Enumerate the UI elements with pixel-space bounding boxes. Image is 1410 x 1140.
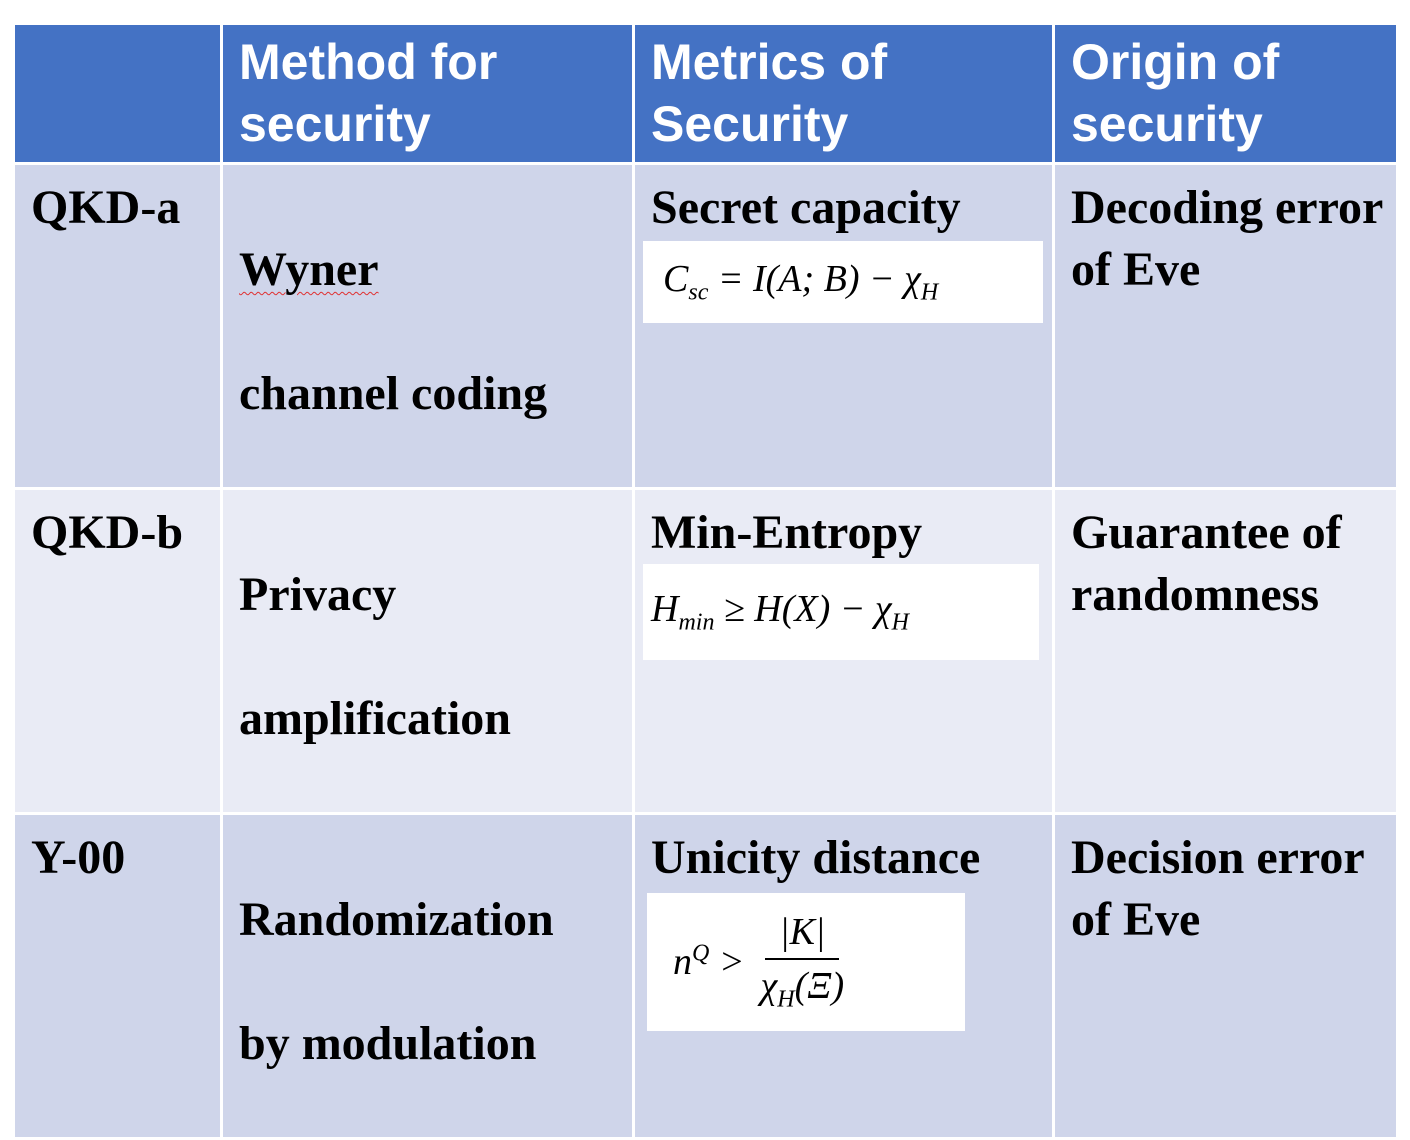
formula-image: nQ > |K| χH(Ξ)	[647, 893, 965, 1031]
method-cell: Wyner channel coding	[220, 162, 635, 490]
table-row: Y-00 Randomization by modulation Unicity…	[12, 812, 1399, 1140]
header-method: Method for security	[220, 22, 635, 165]
scheme-label: QKD-a	[31, 181, 181, 234]
security-comparison-table: Method for security Metrics of Security …	[12, 22, 1399, 1140]
table: Method for security Metrics of Security …	[12, 22, 1399, 1140]
metric-label: Unicity distance	[651, 831, 981, 884]
method-line-1: Wyner	[239, 243, 379, 296]
metric-label: Secret capacity	[651, 181, 961, 234]
origin-label: Decision error of Eve	[1071, 831, 1364, 946]
method-line-2: amplification	[239, 692, 511, 745]
method-line-2: by modulation	[239, 1017, 537, 1070]
origin-cell: Decision error of Eve	[1052, 812, 1399, 1140]
method-cell: Randomization by modulation	[220, 812, 635, 1140]
scheme-cell: QKD-a	[12, 162, 223, 490]
scheme-label: QKD-b	[31, 506, 184, 559]
origin-cell: Guarantee of randomness	[1052, 487, 1399, 815]
scheme-cell: Y-00	[12, 812, 223, 1140]
method-cell: Privacy amplification	[220, 487, 635, 815]
header-metrics: Metrics of Security	[632, 22, 1055, 165]
origin-label: Decoding error of Eve	[1071, 181, 1383, 296]
metric-cell: Unicity distance nQ > |K| χH(Ξ)	[632, 812, 1055, 1140]
metric-cell: Min-Entropy Hmin ≥ H(X) − χH	[632, 487, 1055, 815]
method-line-2: channel coding	[239, 367, 548, 420]
method-line-1: Privacy	[239, 568, 397, 621]
table-row: QKD-b Privacy amplification Min-Entropy …	[12, 487, 1399, 815]
header-empty	[12, 22, 223, 165]
table-row: QKD-a Wyner channel coding Secret capaci…	[12, 162, 1399, 490]
metric-cell: Secret capacity Csc = I(A; B) − χH	[632, 162, 1055, 490]
origin-cell: Decoding error of Eve	[1052, 162, 1399, 490]
method-line-1: Randomization	[239, 893, 554, 946]
header-origin: Origin of security	[1052, 22, 1399, 165]
metric-label: Min-Entropy	[651, 506, 923, 559]
formula-image: Hmin ≥ H(X) − χH	[643, 564, 1039, 660]
scheme-label: Y-00	[31, 831, 126, 884]
origin-label: Guarantee of randomness	[1071, 506, 1342, 621]
scheme-cell: QKD-b	[12, 487, 223, 815]
formula-image: Csc = I(A; B) − χH	[643, 241, 1043, 323]
header-row: Method for security Metrics of Security …	[12, 22, 1399, 165]
